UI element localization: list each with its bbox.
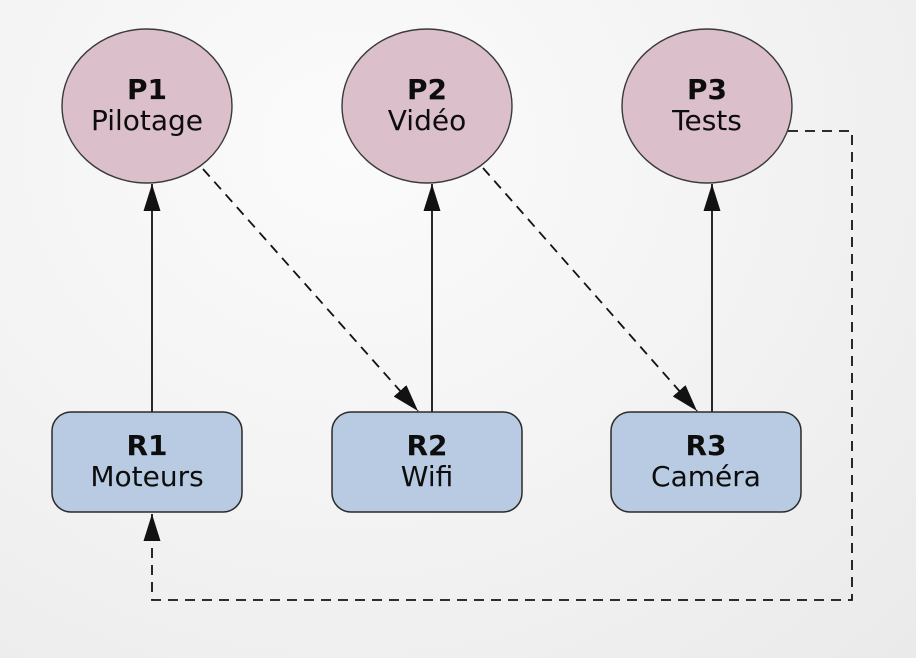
node-label: Vidéo	[388, 104, 466, 137]
node-id: R1	[126, 429, 167, 462]
node-label: Moteurs	[90, 460, 203, 493]
node-label: Pilotage	[91, 104, 203, 137]
process-node-p3: P3 Tests	[621, 28, 793, 184]
node-id: R3	[685, 429, 726, 462]
resource-node-r3: R3 Caméra	[610, 411, 802, 513]
process-circle	[341, 28, 513, 184]
edge-p2-to-r3-dashed	[482, 167, 698, 412]
node-id: P1	[127, 73, 167, 106]
edge-p3-to-r1-dashed-loop	[143, 130, 853, 601]
resource-node-r1: R1 Moteurs	[51, 411, 243, 513]
process-node-p2: P2 Vidéo	[341, 28, 513, 184]
edge-p1-to-r2-dashed	[202, 168, 419, 412]
process-circle	[621, 28, 793, 184]
process-circle	[61, 28, 233, 184]
node-label: Wifi	[401, 460, 454, 493]
node-id: P3	[687, 73, 727, 106]
node-label: Caméra	[651, 460, 761, 493]
resource-box	[610, 411, 802, 513]
node-id: P2	[407, 73, 447, 106]
node-label: Tests	[671, 104, 742, 137]
node-id: R2	[406, 429, 447, 462]
resource-box	[331, 411, 523, 513]
process-node-p1: P1 Pilotage	[61, 28, 233, 184]
resource-node-r2: R2 Wifi	[331, 411, 523, 513]
resource-box	[51, 411, 243, 513]
